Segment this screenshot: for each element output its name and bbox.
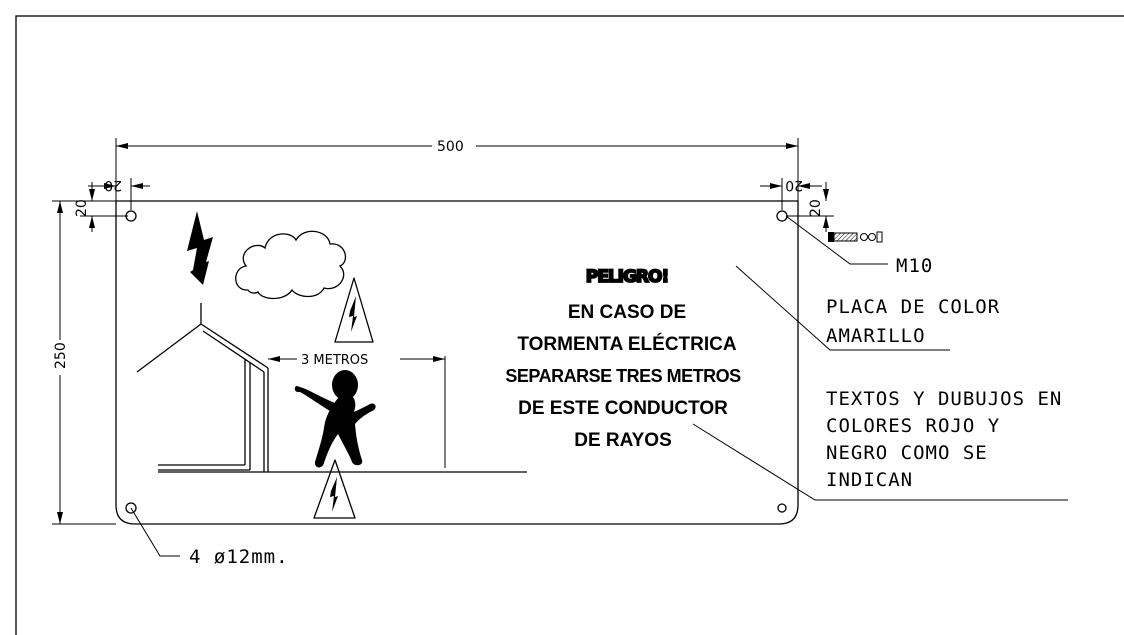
- right-offset-v-label: 20: [808, 199, 824, 217]
- width-dimension: 500: [115, 138, 799, 201]
- sign-heading: PELIGRO!: [586, 267, 668, 287]
- text-color-line3: NEGRO COMO SE: [826, 442, 988, 464]
- right-offset-h-label: 20: [785, 177, 803, 193]
- house-icon: [136, 303, 269, 472]
- high-voltage-warning-icon: [334, 277, 374, 343]
- text-color-leader: [692, 423, 1068, 501]
- drawing-frame: [15, 15, 1124, 635]
- sign-line4: DE ESTE CONDUCTOR: [518, 398, 728, 419]
- sign-line2: TORMENTA ELÉCTRICA: [517, 333, 736, 355]
- plate-color-leader: [735, 265, 950, 351]
- sign-message: PELIGRO! EN CASO DE TORMENTA ELÉCTRICA S…: [505, 266, 741, 451]
- text-color-line4: INDICAN: [826, 469, 913, 491]
- width-label: 500: [437, 139, 464, 155]
- height-label: 250: [53, 342, 69, 369]
- distance-label: 3 METROS: [301, 353, 368, 368]
- plate-outline: [115, 200, 799, 525]
- cloud-icon: [235, 230, 347, 300]
- left-edge-offset-horizontal: 20: [88, 177, 150, 210]
- left-edge-offset-vertical: 20: [74, 182, 128, 232]
- high-voltage-warning-icon-bottom: [313, 459, 356, 519]
- right-edge-offset-vertical: 20: [786, 182, 834, 232]
- bolt-icon: [828, 231, 883, 243]
- bolt-label: M10: [896, 255, 933, 277]
- bolt-leader: [785, 215, 888, 265]
- sign-line5: DE RAYOS: [574, 430, 672, 451]
- left-offset-h-label: 20: [104, 177, 122, 193]
- height-dimension: 250: [52, 200, 116, 525]
- text-color-line2: COLORES ROJO Y: [826, 415, 1000, 437]
- right-edge-offset-horizontal: 20: [760, 177, 822, 210]
- plate-color-line2: AMARILLO: [826, 325, 926, 347]
- child-figure-icon: [294, 370, 376, 468]
- holes-label: 4 ø12mm.: [189, 546, 289, 568]
- text-color-line1: TEXTOS Y DUBUJOS EN: [826, 388, 1062, 410]
- distance-dimension: 3 METROS: [268, 353, 446, 468]
- sign-line1: EN CASO DE: [568, 302, 686, 323]
- left-offset-v-label: 20: [74, 199, 90, 217]
- mounting-holes: [125, 210, 788, 514]
- plate-color-line1: PLACA DE COLOR: [826, 296, 1000, 318]
- lightning-bolt-icon: [187, 211, 213, 285]
- sign-line3: SEPARARSE TRES METROS: [505, 366, 741, 386]
- holes-leader: [130, 507, 180, 557]
